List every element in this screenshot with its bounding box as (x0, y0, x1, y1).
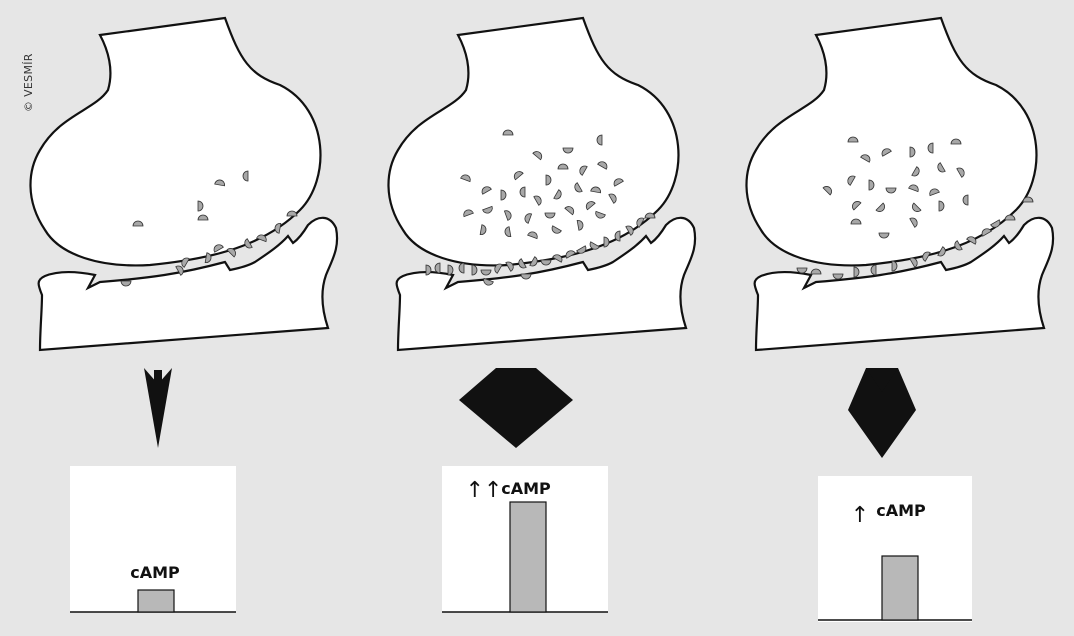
camp-label-3: cAMP (876, 501, 926, 520)
camp-bar-1 (138, 590, 174, 612)
camp-box-3: ↑ cAMP (818, 476, 972, 622)
camp-box-1: cAMP (70, 466, 236, 612)
camp-label-1: cAMP (130, 563, 180, 582)
panel-medium: ↑ cAMP (746, 18, 1053, 622)
up-arrow-3: ↑ (851, 503, 869, 528)
camp-box-2: ↑↑ cAMP (442, 466, 608, 612)
arrow-large (459, 368, 573, 448)
presynaptic-terminal-2 (388, 18, 678, 265)
camp-label-2: cAMP (501, 479, 551, 498)
panel-low: cAMP (30, 18, 337, 612)
up-arrows-2: ↑↑ (466, 478, 503, 503)
presynaptic-terminal-3 (746, 18, 1036, 265)
panel-high: ↑↑ cAMP (388, 18, 695, 612)
arrow-small (144, 368, 172, 448)
arrow-medium (848, 368, 916, 458)
camp-bar-2 (510, 502, 546, 612)
camp-bar-3 (882, 556, 918, 620)
